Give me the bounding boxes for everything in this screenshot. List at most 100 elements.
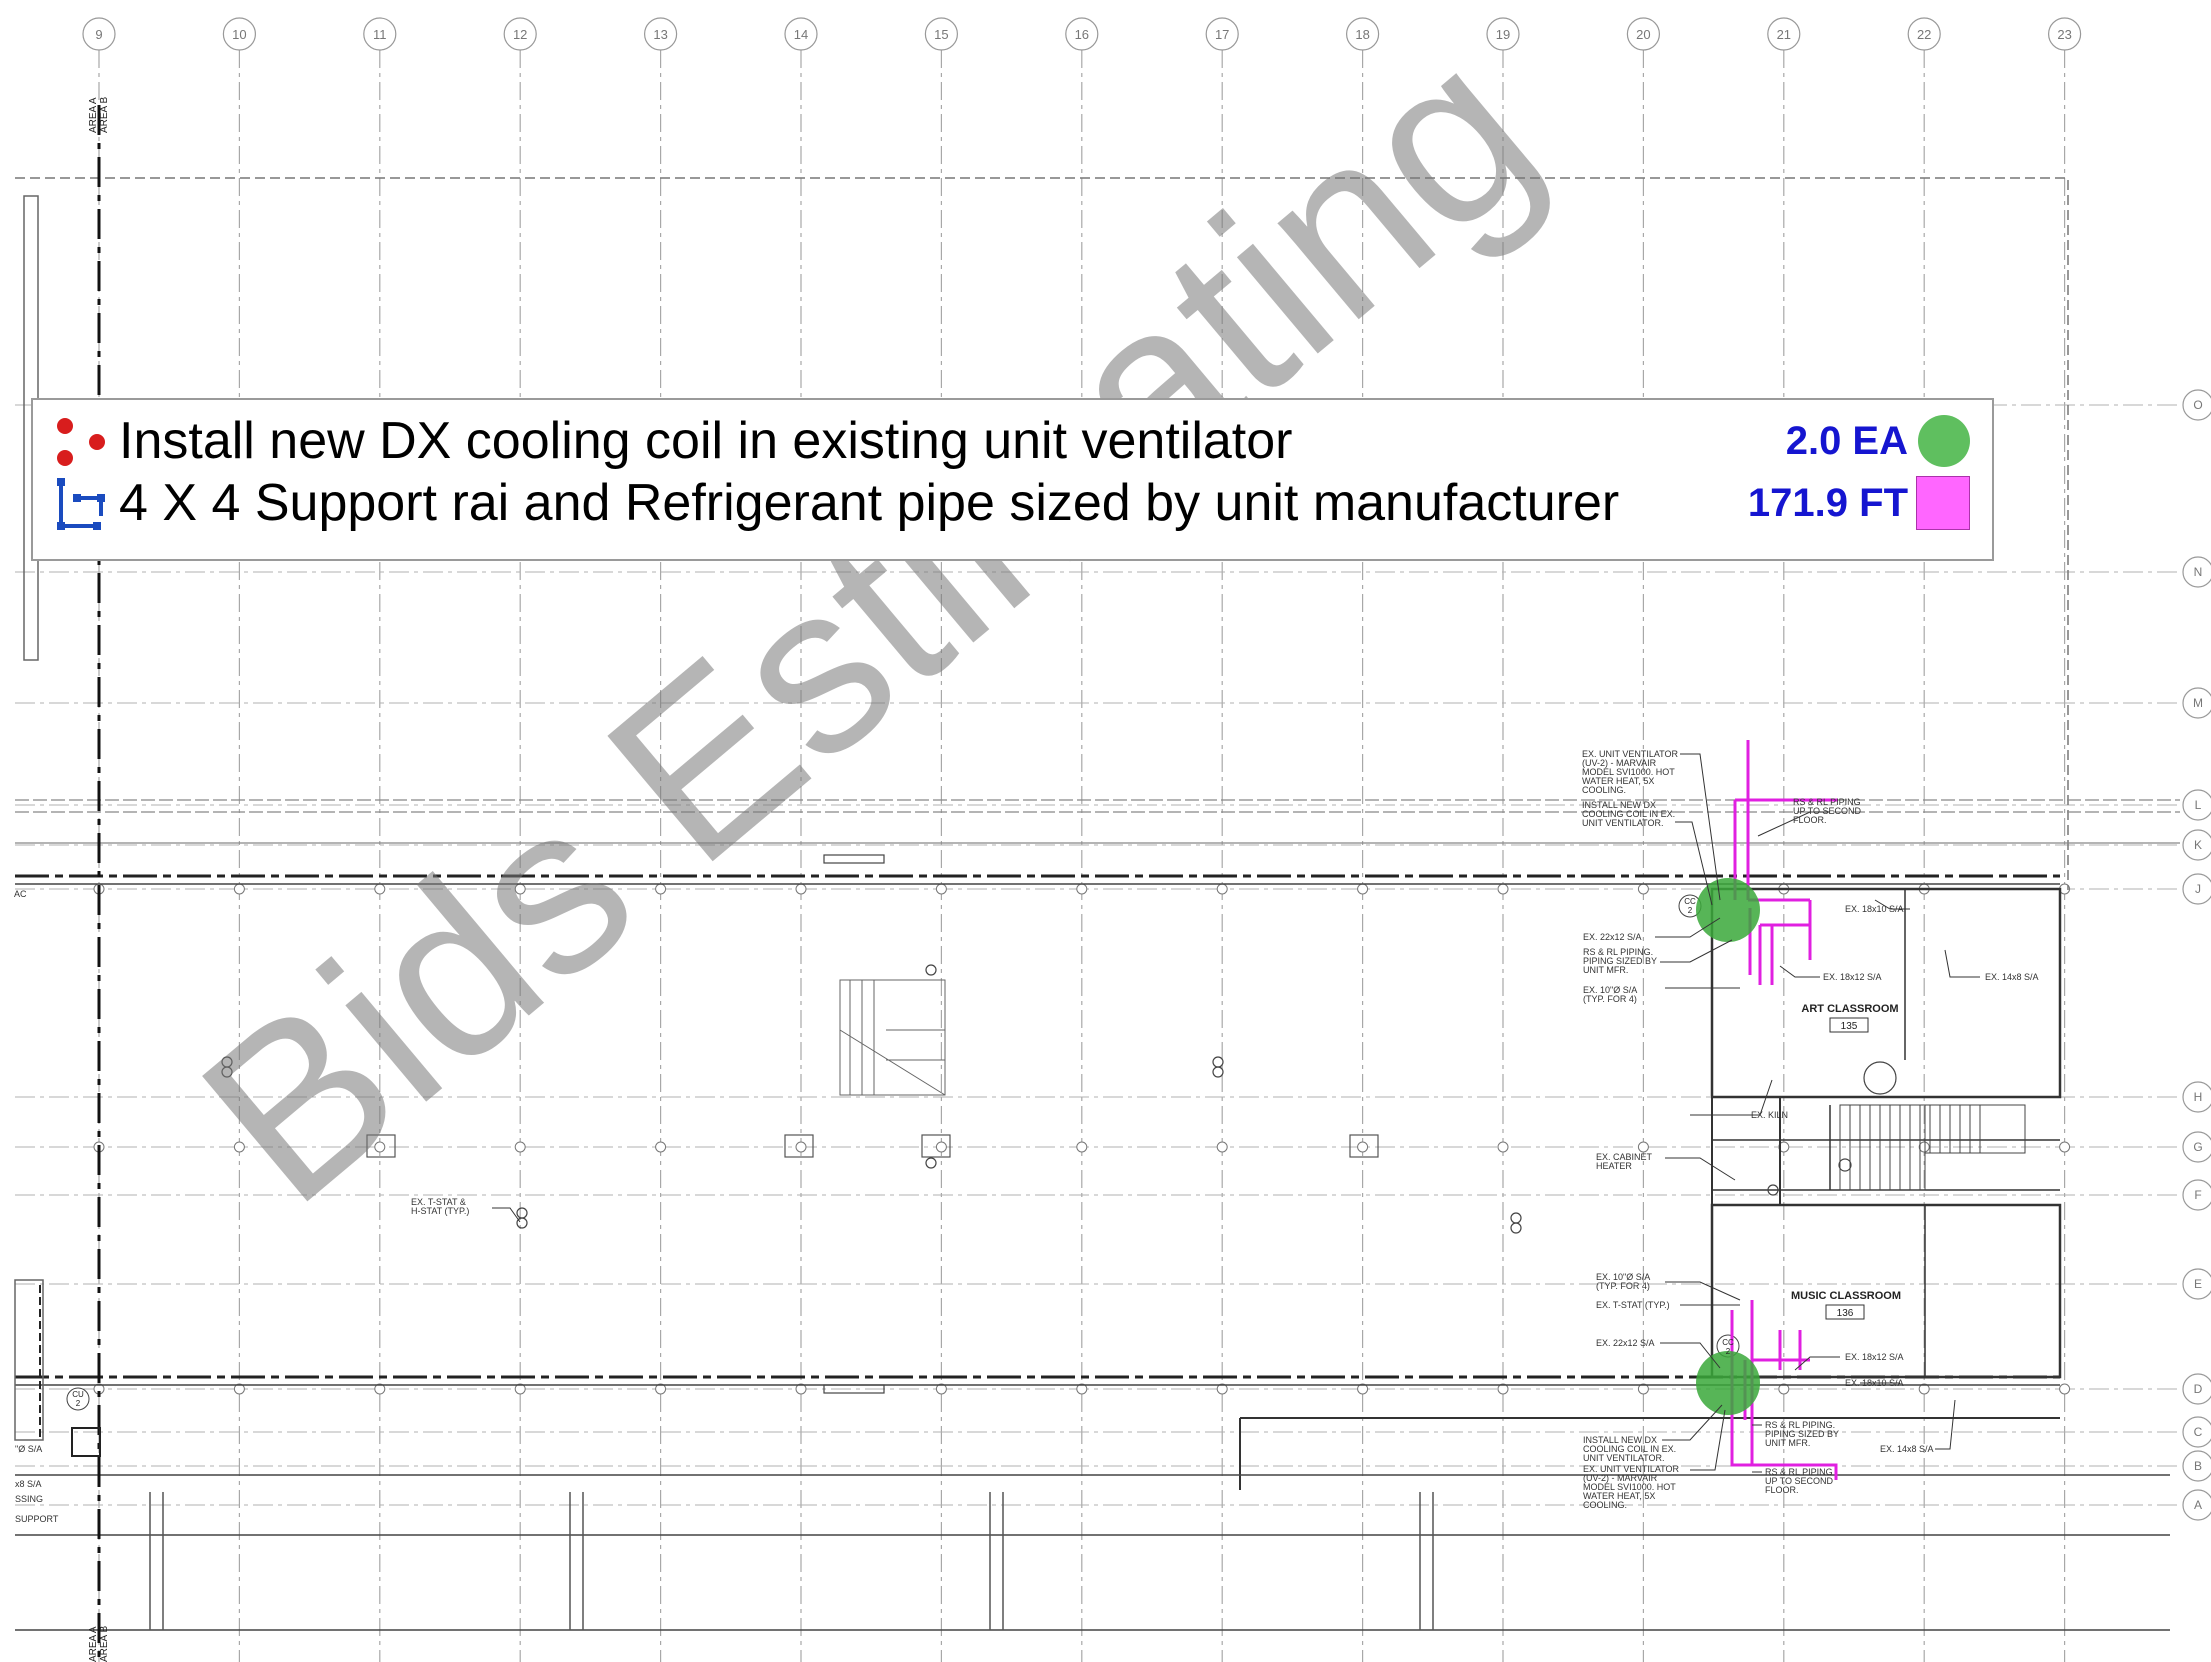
grid-intersection	[2059, 1141, 2071, 1153]
row-grid-label: O	[2193, 398, 2202, 412]
annotation-note: AC	[14, 889, 27, 899]
room-number-box-art	[1829, 1017, 1869, 1033]
grid-intersection	[1357, 1383, 1369, 1395]
column-grid-bubble	[2048, 17, 2082, 51]
legend-row-pipe: 4 X 4 Support rai and Refrigerant pipe s…	[33, 472, 1992, 534]
legend-item-quantity: 171.9 FT	[1747, 481, 1908, 525]
annotation-line: RS & RL PIPING.	[1765, 1420, 1835, 1430]
column-grid-bubble	[924, 17, 959, 51]
annotation-line: UNIT VENTILATOR.	[1582, 818, 1664, 828]
grid-intersection	[1637, 883, 1649, 895]
annotation-note: EX. KILN	[1751, 1110, 1788, 1120]
annotation-line: UNIT MFR.	[1765, 1438, 1810, 1448]
green-circle-swatch	[1918, 415, 1970, 467]
room-name-music: MUSIC CLASSROOM	[1791, 1290, 1901, 1302]
grid-intersection	[655, 1141, 667, 1153]
area-label-top: AREA A AREA B	[88, 95, 110, 133]
annotation-note: SUPPORT	[15, 1514, 59, 1524]
column-grid-label: 18	[1355, 27, 1369, 42]
grid-intersection	[1918, 1141, 1930, 1153]
area-label-top-b: AREA B	[99, 97, 110, 133]
annotation-line: RS & RL PIPING.	[1583, 947, 1653, 957]
grid-intersection	[795, 1141, 807, 1153]
annotation-note: SSING	[15, 1494, 43, 1504]
annotation-line: COOLING COIL IN EX.	[1582, 809, 1675, 819]
annotation-line: (TYP. FOR 4)	[1583, 994, 1637, 1004]
column-grid-bubble	[643, 17, 678, 51]
row-grid-bubble	[2182, 389, 2211, 421]
column-grid-label: 15	[934, 27, 948, 42]
annotation-line: PIPING SIZED BY	[1583, 956, 1657, 966]
annotation-note: EX. 14x8 S/A	[1985, 972, 2039, 982]
grid-intersection	[1497, 1383, 1509, 1395]
column-grid-bubble	[1345, 17, 1380, 51]
row-grid-bubble	[2182, 829, 2211, 861]
row-grid-label: D	[2194, 1382, 2203, 1396]
annotation-line: RS & RL PIPING	[1765, 1467, 1833, 1477]
grid-intersection	[1778, 1141, 1790, 1153]
annotation-note: EX. T-STAT (TYP.)	[1596, 1300, 1670, 1310]
column-grid-label: 9	[95, 27, 102, 42]
annotation-line: HEATER	[1596, 1161, 1632, 1171]
row-grid-bubble	[2182, 1489, 2211, 1521]
area-label-bottom: AREA A AREA B	[88, 1624, 110, 1662]
row-grid-label: F	[2194, 1188, 2201, 1202]
row-grid-label: N	[2194, 565, 2203, 579]
estimate-legend: Install new DX cooling coil in existing …	[31, 398, 1994, 561]
annotation-line: EX. 10"Ø S/A	[1583, 985, 1637, 995]
cu-tag: CU	[72, 1390, 84, 1399]
annotation-line: UP TO SECOND	[1765, 1476, 1834, 1486]
cc-tag-bottom-num: 2	[1726, 1347, 1731, 1356]
room-name-art: ART CLASSROOM	[1801, 1003, 1898, 1015]
legend-item-text: 4 X 4 Support rai and Refrigerant pipe s…	[119, 474, 1620, 532]
grid-intersection	[233, 1141, 245, 1153]
row-grid-bubble	[2182, 687, 2211, 719]
column-grid-label: 13	[653, 27, 667, 42]
grid-intersection	[795, 883, 807, 895]
legend-item-text: Install new DX cooling coil in existing …	[119, 412, 1293, 470]
grid-intersection	[1918, 1383, 1930, 1395]
annotation-note: x8 S/A	[15, 1479, 42, 1489]
row-grid-bubble	[2182, 1416, 2211, 1448]
grid-intersection	[1497, 1141, 1509, 1153]
annotation-line: COOLING.	[1583, 1500, 1627, 1510]
area-label-bottom-b: AREA B	[99, 1626, 110, 1662]
annotation-line: COOLING.	[1582, 785, 1626, 795]
legend-item-quantity: 2.0 EA	[1785, 419, 1908, 463]
annotation-line: (UV-2) - MARVAIR	[1583, 1473, 1658, 1483]
annotation-line: AC	[14, 889, 27, 899]
annotation-note: EX. 10"Ø S/A(TYP. FOR 4)	[1583, 985, 1637, 1004]
row-grid-label: B	[2194, 1459, 2202, 1473]
annotation-note: EX. 18x12 S/A	[1823, 972, 1882, 982]
grid-intersection	[1778, 1383, 1790, 1395]
magenta-square-swatch	[1916, 476, 1970, 530]
row-grid-bubble	[2182, 873, 2211, 905]
annotation-line: FLOOR.	[1793, 815, 1827, 825]
column-grid-bubble	[1767, 17, 1801, 51]
annotation-line: EX. 10"Ø S/A	[1596, 1272, 1650, 1282]
legend-row-coil: Install new DX cooling coil in existing …	[33, 410, 1992, 472]
grid-intersection	[1497, 883, 1509, 895]
grid-intersection	[1357, 1141, 1369, 1153]
grid-intersection	[374, 1383, 386, 1395]
grid-intersection	[514, 1141, 526, 1153]
annotation-leaders	[492, 753, 1980, 1473]
grid-intersection	[1637, 1141, 1649, 1153]
annotation-line: (TYP. FOR 4)	[1596, 1281, 1650, 1291]
annotation-line: (UV-2) - MARVAIR	[1582, 758, 1657, 768]
annotation-line: EX. 18x12 S/A	[1823, 972, 1882, 982]
column-grid-label: 11	[373, 27, 387, 42]
grid-intersection	[1216, 1383, 1228, 1395]
annotation-line: PIPING SIZED BY	[1765, 1429, 1839, 1439]
column-grid-label: 20	[1636, 27, 1650, 42]
grid-intersection	[1076, 883, 1088, 895]
coil-marker-art-classroom	[1696, 878, 1760, 942]
row-grid-bubble	[2182, 1373, 2211, 1405]
row-grid-label: M	[2193, 696, 2203, 710]
annotation-line: MODEL SVI1000. HOT	[1583, 1482, 1676, 1492]
